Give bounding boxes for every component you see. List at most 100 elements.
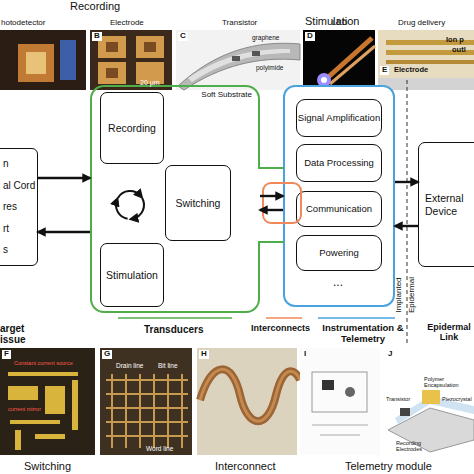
figure-label: Transistor — [222, 19, 257, 28]
photo-panel — [384, 348, 474, 455]
figure-label: G — [102, 350, 112, 359]
figure-label: graphene — [252, 34, 279, 41]
process-box: Signal Amplification — [296, 99, 382, 137]
figure-label: Interconnect — [215, 460, 276, 472]
figure-label: hotodetector — [1, 19, 45, 28]
figure-label: C — [178, 32, 188, 41]
photodetector-strip — [60, 40, 76, 80]
node-text: Powering — [319, 248, 359, 259]
flow-arrow — [38, 177, 90, 179]
electrode-pad — [136, 36, 164, 58]
node-text: rt — [3, 223, 37, 235]
electrode-pad — [98, 62, 126, 84]
chip-trace — [15, 430, 21, 450]
system-box: Soft Substrate RecordingSwitchingStimulat… — [90, 85, 260, 313]
node-text: n — [3, 158, 37, 170]
figure-label: Implanted — [395, 277, 404, 312]
figure-label: H — [199, 350, 209, 359]
photodetector-chip — [18, 44, 54, 82]
chip-trace — [35, 434, 65, 439]
group-underline — [266, 317, 302, 319]
node-text: External Device — [425, 192, 474, 216]
cycle-arrow — [132, 198, 144, 219]
figure-label: outl — [452, 46, 466, 54]
photo-panel — [303, 30, 375, 90]
process-box: Stimulation — [100, 243, 164, 307]
trace — [386, 60, 474, 64]
electrode-site — [106, 68, 118, 78]
transistor-contact — [252, 51, 260, 56]
process-box: Data Processing — [296, 144, 382, 182]
figure-label: ... — [333, 276, 343, 289]
figure-label: D — [305, 32, 315, 41]
probe-shank — [378, 78, 474, 90]
photo-panel — [300, 348, 380, 455]
node-text: al Cord — [3, 180, 37, 192]
node-text: Soft Substrate — [201, 90, 252, 99]
optical-fiber — [330, 46, 375, 84]
photo-panel — [176, 30, 300, 90]
flow-arrow — [395, 181, 418, 183]
chip-trace — [8, 386, 38, 400]
flow-arrow — [38, 231, 90, 233]
node-text: s — [3, 244, 37, 256]
chip-trace — [45, 386, 65, 414]
switch-grid — [106, 374, 188, 448]
node-text: Switching — [176, 197, 221, 209]
figure-label: Epidermal Link — [425, 323, 473, 343]
system-box: Instrumentation & TelemetrySignal Amplif… — [283, 85, 395, 307]
process-box: Powering — [296, 235, 382, 271]
implant-slab — [388, 408, 474, 452]
figure-label: 20 µm — [140, 79, 160, 87]
chip-trace — [72, 380, 78, 430]
circuit-line — [312, 425, 368, 435]
electrode-pad — [98, 36, 126, 58]
node-text: Instrumentation & Telemetry — [317, 323, 409, 345]
figure-label: Telemetry module — [345, 460, 432, 472]
circuit-part — [345, 387, 355, 397]
photo-panel — [378, 30, 474, 90]
serpentine-wire — [200, 369, 300, 421]
photo-panel — [90, 30, 172, 90]
figure-label: F — [2, 350, 11, 359]
figure-label: Epidermal — [408, 277, 417, 313]
cycle-arrow — [116, 200, 128, 219]
figure-label: I — [302, 350, 308, 359]
piezo-crystal — [422, 390, 440, 404]
flow-arrow — [260, 195, 283, 197]
chip-trace — [8, 372, 78, 376]
photo-panel — [0, 30, 86, 90]
process-box: Recording — [100, 92, 164, 164]
node-text: Stimulation — [106, 269, 158, 281]
led-core — [321, 77, 327, 83]
figure-label: Drain line — [116, 362, 143, 369]
figure-label: Electrode — [110, 19, 144, 28]
figure-label: Transistor — [386, 396, 410, 402]
flow-arrow — [395, 225, 418, 227]
figure-label: Drug delivery — [398, 19, 445, 28]
figure-label: E — [380, 66, 389, 75]
photo-panel — [100, 348, 192, 455]
node-text: Communication — [306, 204, 372, 215]
group-underline — [318, 317, 395, 319]
system-box: nal Cordresrts — [0, 148, 38, 266]
cycle-arrow — [118, 191, 141, 198]
figure-label: current mirror — [8, 406, 41, 412]
figure-label: J — [386, 350, 394, 359]
node-text: Signal Amplification — [298, 113, 380, 124]
figure-label: B — [92, 32, 102, 41]
node-text: Data Processing — [304, 158, 374, 169]
figure-label: Transducers — [144, 324, 203, 335]
substrate-neck — [258, 241, 284, 243]
circuit-part — [322, 380, 334, 390]
figure-label: Ion p — [446, 36, 464, 44]
process-box: Switching — [165, 165, 231, 241]
transistor-chip — [400, 408, 410, 416]
figure-label: polyimide — [256, 64, 283, 71]
neck-opening — [258, 169, 262, 241]
group-underline — [118, 317, 232, 319]
figure-label: arget issue — [0, 323, 34, 345]
figure-label: LED — [332, 19, 348, 28]
